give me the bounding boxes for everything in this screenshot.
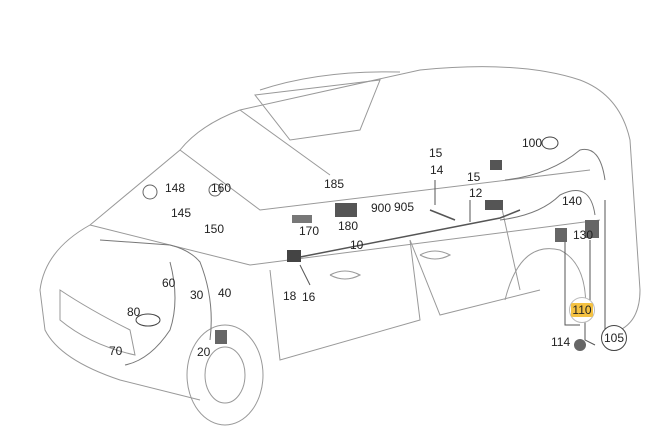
part-label-145[interactable]: 145 [171,206,192,220]
part-label-114[interactable]: 114 [551,335,571,349]
part-label-12[interactable]: 12 [469,186,483,200]
part-label-10[interactable]: 10 [350,238,364,252]
part-label-100[interactable]: 100 [522,136,543,150]
part-label-70[interactable]: 70 [109,344,123,358]
part-label-130[interactable]: 130 [573,228,594,242]
part-label-148[interactable]: 148 [165,181,186,195]
part-label-160[interactable]: 160 [211,181,232,195]
part-label-30[interactable]: 30 [190,288,204,302]
part-label-15-right[interactable]: 15 [467,170,481,184]
part-label-20[interactable]: 20 [197,345,211,359]
part-label-40[interactable]: 40 [218,286,232,300]
part-label-15-top[interactable]: 15 [429,146,443,160]
part-label-140[interactable]: 140 [562,194,583,208]
part-label-18[interactable]: 18 [283,289,297,303]
part-label-14[interactable]: 14 [430,163,444,177]
part-label-150[interactable]: 150 [204,222,225,236]
part-label-900[interactable]: 900 [371,201,392,215]
highlight-110: 110 [571,303,593,317]
part-label-80[interactable]: 80 [127,305,141,319]
part-label-185[interactable]: 185 [324,177,345,191]
part-label-105[interactable]: 105 [601,325,627,351]
part-label-16[interactable]: 16 [302,290,316,304]
part-label-110-highlighted[interactable]: 110 [569,297,595,323]
part-label-180[interactable]: 180 [338,219,359,233]
part-label-170[interactable]: 170 [299,224,320,238]
part-label-60[interactable]: 60 [162,276,176,290]
part-label-905[interactable]: 905 [394,200,415,214]
